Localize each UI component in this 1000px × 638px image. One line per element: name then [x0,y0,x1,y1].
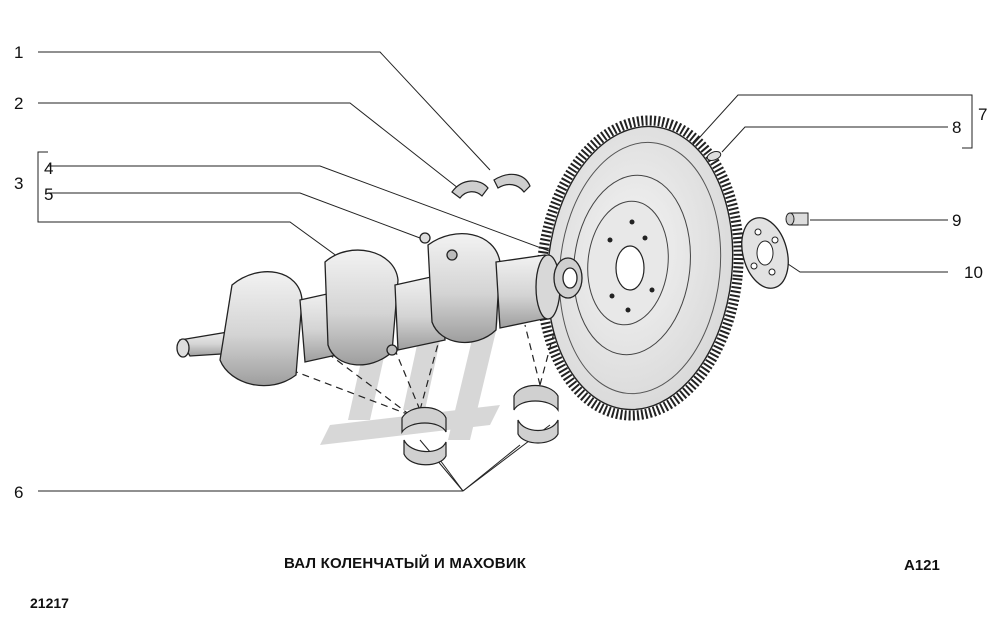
diagram-title: ВАЛ КОЛЕНЧАТЫЙ И МАХОВИК [284,555,527,572]
callout-7: 7 [978,105,988,124]
model-code: 21217 [30,595,69,611]
leader-5 [48,192,421,239]
callout-5: 5 [44,185,54,204]
callout-1: 1 [14,43,24,62]
leader-78-bracket [962,94,973,149]
thrust-half-rings [451,173,531,199]
flywheel [536,115,744,421]
leader-3 [48,221,346,263]
callout-9: 9 [952,211,962,230]
callout-10: 10 [964,263,983,282]
leader-1 [38,51,491,171]
callout-3: 3 [14,174,24,193]
crankshaft [176,232,583,387]
callout-8: 8 [952,118,962,137]
callout-4: 4 [44,159,54,178]
leader-4 [48,165,569,259]
flywheel-pin [706,151,722,161]
leader-3-bracket [37,151,48,223]
leader-8 [721,126,948,153]
leader-7 [689,94,965,149]
leader-2 [38,102,459,189]
leader-lines [37,51,973,492]
flywheel-bolt [785,212,809,226]
leader-10 [784,261,948,273]
main-bearing-shells [401,384,559,466]
bolt-washer-plate [741,217,789,289]
leader-6b [419,439,464,492]
callout-6: 6 [14,483,24,502]
figure-code: A121 [904,557,940,574]
callout-2: 2 [14,94,24,113]
